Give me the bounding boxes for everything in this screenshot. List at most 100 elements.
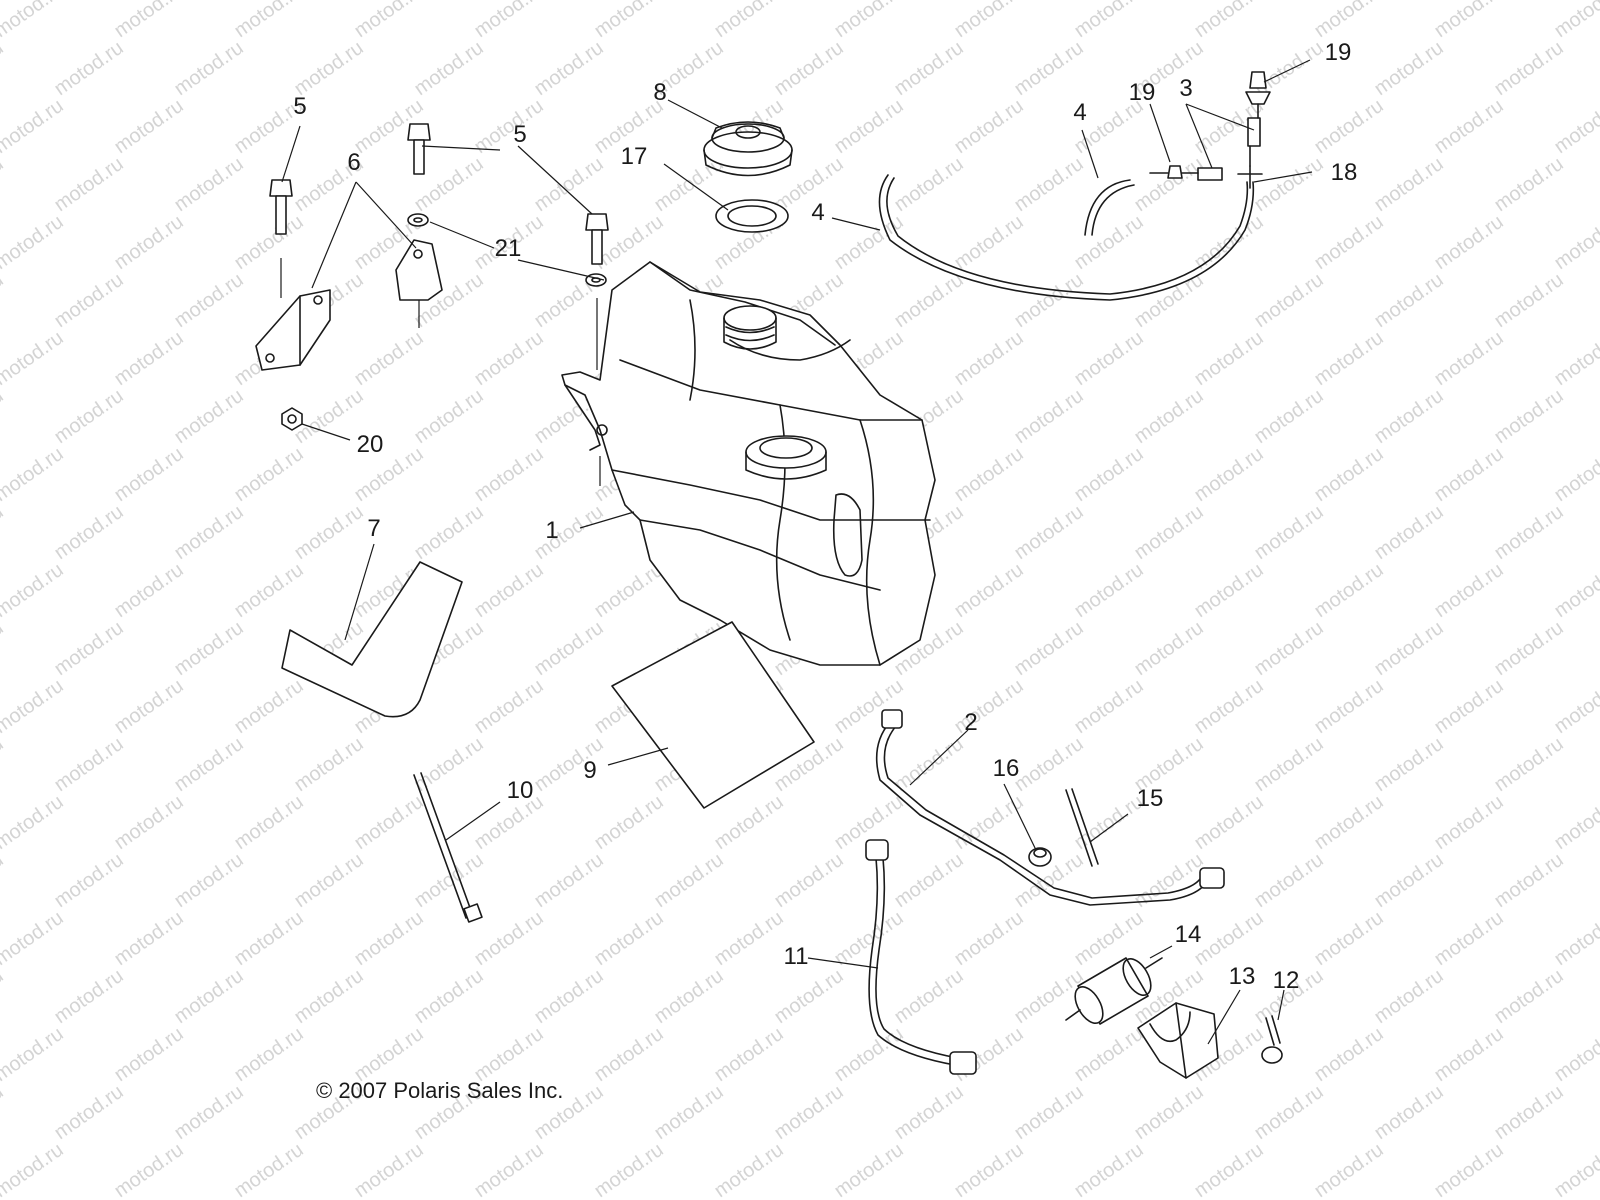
vent-hose-part-3 [1197, 117, 1261, 181]
watermark-text: motod.ru [1190, 559, 1267, 622]
watermark-text: motod.ru [710, 907, 787, 970]
watermark-text: motod.ru [1190, 0, 1267, 42]
watermark-text: motod.ru [1190, 1139, 1267, 1200]
watermark-text: motod.ru [110, 791, 187, 854]
tie-part-15 [1065, 788, 1099, 867]
watermark-text: motod.ru [1490, 269, 1567, 332]
watermark-text: motod.ru [530, 849, 607, 912]
watermark-text: motod.ru [1010, 501, 1087, 564]
watermark-text: motod.ru [1010, 733, 1087, 796]
watermark-text: motod.ru [1370, 733, 1447, 796]
watermark-text: motod.ru [170, 617, 247, 680]
watermark-text: motod.ru [470, 559, 547, 622]
watermark-text: motod.ru [1250, 501, 1327, 564]
watermark-text: motod.ru [1310, 95, 1387, 158]
watermark-text: motod.ru [1490, 37, 1567, 100]
watermark-text: motod.ru [470, 1023, 547, 1086]
watermark-text: motod.ru [290, 37, 367, 100]
watermark-text: motod.ru [1310, 211, 1387, 274]
watermark-text: motod.ru [1310, 327, 1387, 390]
fuel-line-part-11 [865, 839, 977, 1075]
watermark-text: motod.ru [110, 907, 187, 970]
watermark-text: motod.ru [0, 385, 8, 448]
watermark-text: motod.ru [110, 95, 187, 158]
watermark-text: motod.ru [410, 385, 487, 448]
watermark-text: motod.ru [230, 1023, 307, 1086]
watermark-text: motod.ru [1070, 1023, 1147, 1086]
watermark-text: motod.ru [1550, 211, 1600, 274]
watermark-text: motod.ru [1310, 675, 1387, 738]
copyright-notice: © 2007 Polaris Sales Inc. [316, 1078, 563, 1103]
watermark-text: motod.ru [830, 1023, 907, 1086]
watermark-text: motod.ru [1490, 1081, 1567, 1144]
watermark-text: motod.ru [1250, 269, 1327, 332]
watermark-text: motod.ru [1490, 965, 1567, 1028]
watermark-text: motod.ru [1250, 37, 1327, 100]
fuel-tank-part [561, 261, 936, 666]
sheet-part-9 [611, 621, 815, 809]
watermark-text: motod.ru [950, 907, 1027, 970]
watermark-text: motod.ru [0, 1139, 68, 1200]
callout-16: 16 [993, 755, 1020, 782]
watermark-text: motod.ru [0, 791, 68, 854]
watermark-text: motod.ru [1370, 965, 1447, 1028]
watermark-text: motod.ru [110, 675, 187, 738]
grommet-part-16 [1028, 847, 1052, 867]
watermark-text: motod.ru [890, 153, 967, 216]
watermark-text: motod.ru [0, 37, 8, 100]
watermark-text: motod.ru [0, 1081, 8, 1144]
watermark-text: motod.ru [1250, 385, 1327, 448]
watermark-text: motod.ru [110, 1139, 187, 1200]
watermark-text: motod.ru [1370, 153, 1447, 216]
watermark-text: motod.ru [170, 501, 247, 564]
watermark-text: motod.ru [830, 1139, 907, 1200]
watermark-text: motod.ru [950, 0, 1027, 42]
watermark-text: motod.ru [50, 733, 127, 796]
watermark-text: motod.ru [890, 37, 967, 100]
watermark-text: motod.ru [830, 0, 907, 42]
filter-clamp-part-13 [1137, 1002, 1219, 1079]
callout-2: 2 [964, 709, 977, 736]
watermark-text: motod.ru [350, 907, 427, 970]
watermark-text: motod.ru [1490, 501, 1567, 564]
watermark-text: motod.ru [1130, 269, 1207, 332]
watermark-text: motod.ru [590, 791, 667, 854]
watermark-text: motod.ru [290, 849, 367, 912]
watermark-text: motod.ru [1010, 153, 1087, 216]
watermark-text: motod.ru [1430, 675, 1507, 738]
watermark-text: motod.ru [1070, 559, 1147, 622]
watermark-text: motod.ru [1070, 675, 1147, 738]
watermark-text: motod.ru [1430, 95, 1507, 158]
watermark-text: motod.ru [170, 1081, 247, 1144]
watermark-text: motod.ru [410, 501, 487, 564]
watermark-text: motod.ru [1370, 385, 1447, 448]
watermark-text: motod.ru [770, 849, 847, 912]
watermark-text: motod.ru [50, 153, 127, 216]
callout-3: 3 [1179, 75, 1192, 102]
watermark-text: motod.ru [110, 327, 187, 390]
watermark-text: motod.ru [950, 559, 1027, 622]
callout-4-top: 4 [1073, 99, 1086, 126]
watermark-text: motod.ru [1190, 443, 1267, 506]
bracket-part-6 [255, 239, 443, 371]
watermark-text: motod.ru [470, 443, 547, 506]
watermark-text: motod.ru [230, 211, 307, 274]
watermark-text: motod.ru [1070, 1139, 1147, 1200]
leader-lines [281, 59, 1313, 1045]
watermark-text: motod.ru [1310, 791, 1387, 854]
watermark-text: motod.ru [1010, 617, 1087, 680]
watermark-text: motod.ru [110, 211, 187, 274]
watermark-text: motod.ru [1190, 675, 1267, 738]
watermark-text: motod.ru [0, 849, 8, 912]
watermark-text: motod.ru [1130, 385, 1207, 448]
watermark-text: motod.ru [1550, 675, 1600, 738]
watermark-text: motod.ru [410, 965, 487, 1028]
fuel-line-part-2 [875, 709, 1225, 906]
watermark-text: motod.ru [110, 1023, 187, 1086]
watermark-text: motod.ru [170, 37, 247, 100]
watermark-text: motod.ru [1490, 733, 1567, 796]
seal-ring-part-17 [715, 199, 789, 233]
callout-5-left: 5 [293, 93, 306, 120]
watermark-text: motod.ru [1430, 1023, 1507, 1086]
